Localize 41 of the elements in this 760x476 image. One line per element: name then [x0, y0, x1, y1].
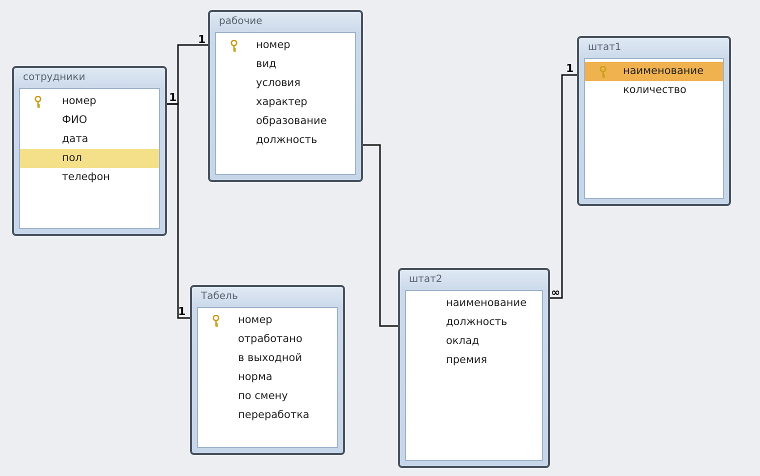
field-name: отработано — [237, 332, 304, 347]
field-name: норма — [237, 370, 274, 385]
cardinality-mark: 1 — [566, 63, 574, 74]
relationship-line — [363, 144, 398, 327]
field-name: переработка — [237, 408, 310, 423]
table-window — [190, 285, 345, 455]
table-window — [208, 10, 363, 182]
table-window — [577, 36, 731, 206]
field-name: в выходной — [237, 351, 304, 366]
field-name: премия — [445, 353, 488, 368]
field-name: должность — [255, 133, 318, 148]
cardinality-mark: 1 — [198, 34, 206, 45]
field-name: наименование — [445, 296, 528, 311]
field-name: вид — [255, 57, 278, 72]
field-name: количество — [622, 83, 688, 98]
field-name: номер — [20, 92, 159, 111]
cardinality-mark: 1 — [178, 306, 186, 317]
cardinality-mark: 1 — [169, 92, 177, 103]
field-name: ФИО — [61, 113, 88, 128]
table-title: Табель — [200, 290, 239, 304]
field-name: телефон — [61, 170, 112, 185]
field-name: номер — [198, 311, 337, 330]
table-title: штат1 — [587, 41, 622, 55]
selected-field: наименование — [585, 62, 723, 81]
relationship-line — [167, 103, 190, 319]
table-window — [12, 66, 167, 236]
selected-field: пол — [20, 149, 159, 168]
table-title: штат2 — [408, 273, 444, 287]
field-name: должность — [445, 315, 508, 330]
field-name: дата — [61, 132, 90, 147]
field-name: по смену — [237, 389, 289, 404]
relationship-line — [550, 74, 577, 299]
field-name: оклад — [445, 334, 480, 349]
field-name: номер — [216, 36, 355, 55]
field-name: характер — [255, 95, 308, 110]
table-window — [398, 268, 550, 468]
table-title: сотрудники — [22, 71, 86, 85]
field-name: образование — [255, 114, 328, 129]
field-name: условия — [255, 76, 302, 91]
table-title: рабочие — [218, 15, 264, 29]
cardinality-mark: ∞ — [551, 287, 560, 298]
